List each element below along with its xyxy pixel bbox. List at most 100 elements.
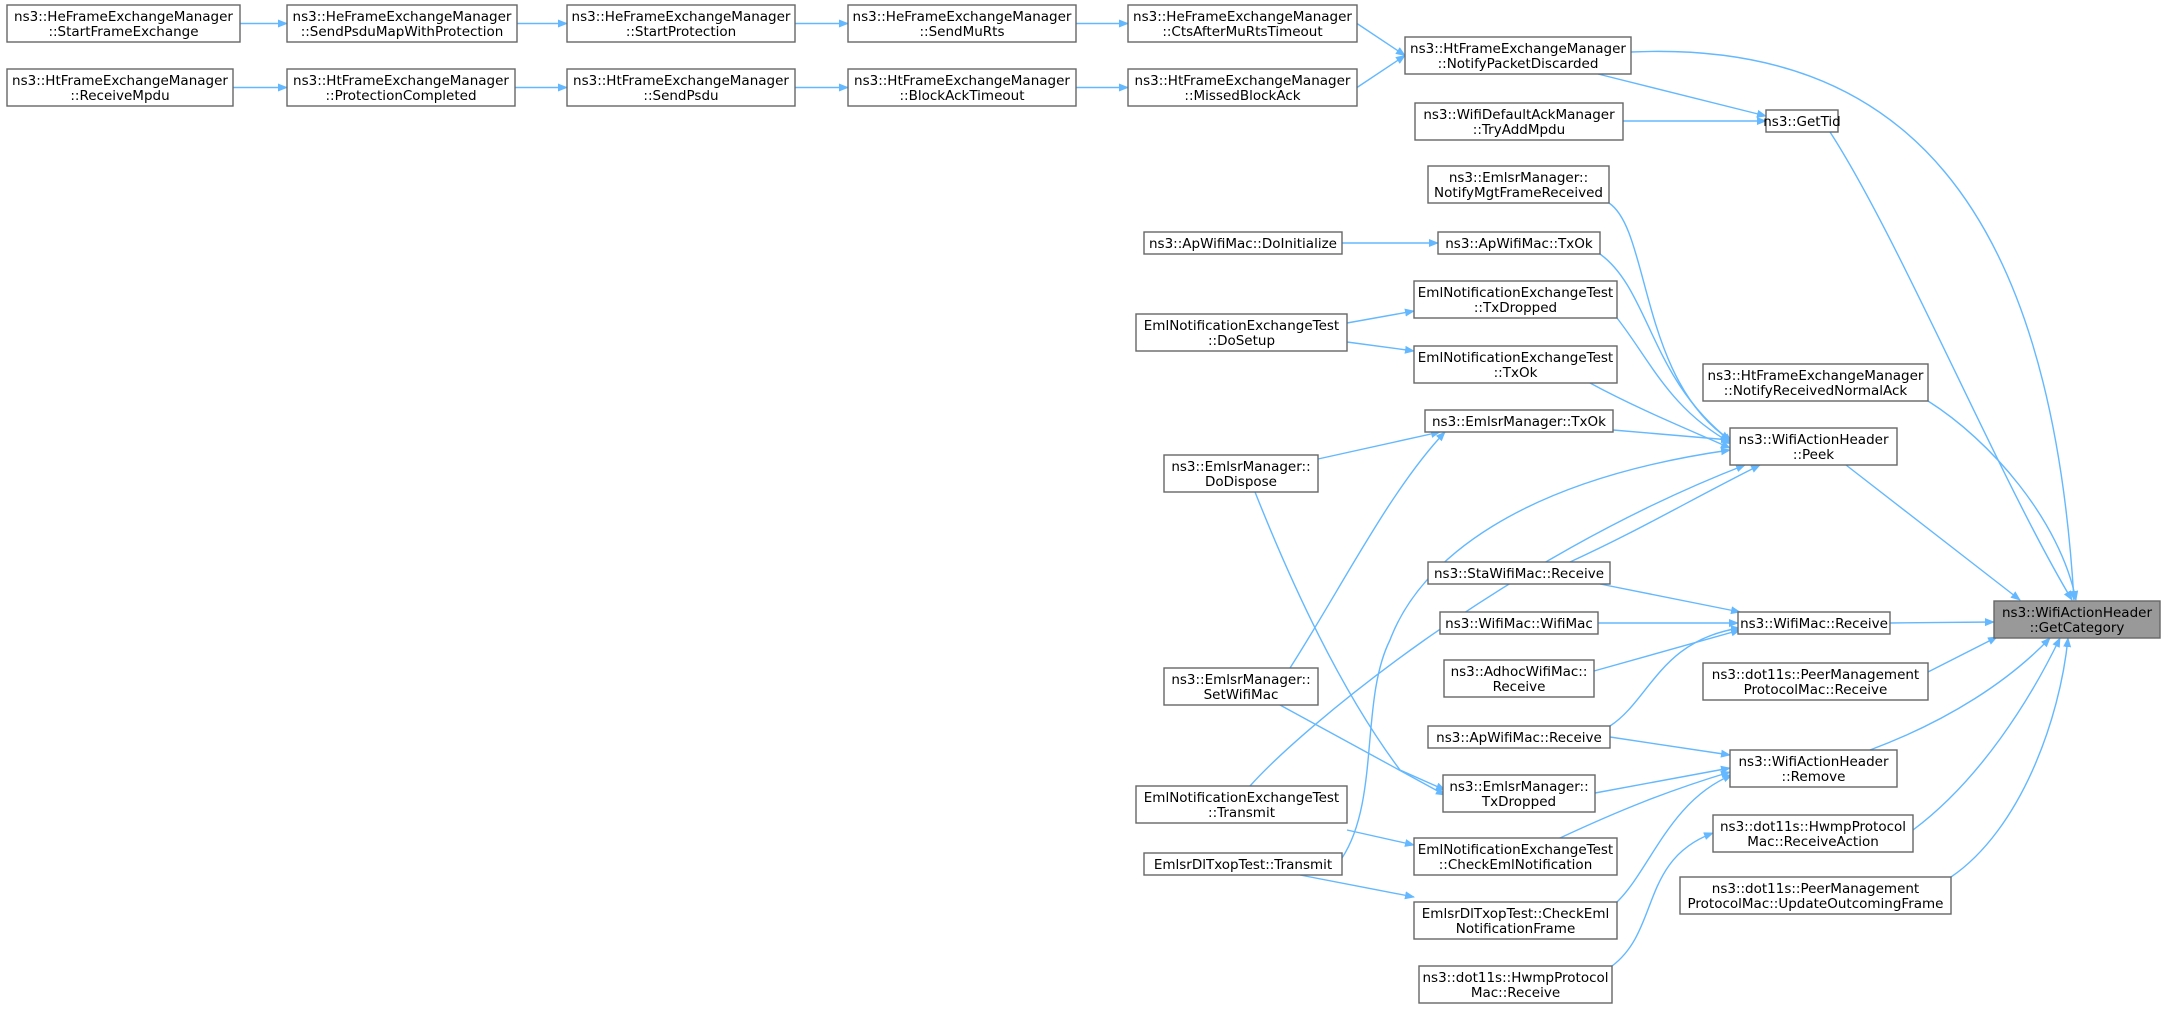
- graph-node-ap-txok[interactable]: ns3::ApWifiMac::TxOk: [1437, 231, 1601, 255]
- node-box: [1729, 749, 1898, 788]
- node-label: Mac::ReceiveAction: [1747, 834, 1879, 850]
- node-label: ::StartProtection: [626, 24, 736, 40]
- node-label: ns3::HtFrameExchangeManager: [293, 73, 509, 89]
- graph-node-ent-txok[interactable]: EmlNotificationExchangeTest::TxOk: [1413, 345, 1618, 384]
- node-label: EmlsrDlTxopTest::CheckEml: [1422, 906, 1609, 922]
- node-label: Receive: [1493, 679, 1546, 695]
- node-box: [1439, 611, 1599, 635]
- node-label: ProtocolMac::Receive: [1744, 682, 1888, 698]
- node-label: ns3::WifiActionHeader: [1738, 754, 1888, 770]
- graph-node-ht-rm[interactable]: ns3::HtFrameExchangeManager::ReceiveMpdu: [6, 68, 234, 107]
- node-label: ::NotifyReceivedNormalAck: [1724, 383, 1908, 399]
- node-label: ns3::HtFrameExchangeManager: [1410, 41, 1626, 57]
- graph-node-edt-cenf[interactable]: EmlsrDlTxopTest::CheckEmlNotificationFra…: [1413, 901, 1618, 940]
- node-box: [1143, 231, 1343, 255]
- graph-node-ent-cen[interactable]: EmlNotificationExchangeTest::CheckEmlNot…: [1413, 837, 1618, 876]
- graph-node-wm-wm[interactable]: ns3::WifiMac::WifiMac: [1439, 611, 1599, 635]
- graph-node-wah-rm[interactable]: ns3::WifiActionHeader::Remove: [1729, 749, 1898, 788]
- node-box: [1414, 102, 1624, 141]
- node-label: ::NotifyPacketDiscarded: [1438, 56, 1599, 72]
- graph-node-wm-rx[interactable]: ns3::WifiMac::Receive: [1737, 611, 1891, 635]
- edge-ht_mba-to-ht_npd: [1356, 54, 1406, 89]
- graph-node-em-swm[interactable]: ns3::EmlsrManager::SetWifiMac: [1163, 667, 1319, 706]
- node-label: ::Remove: [1782, 769, 1846, 785]
- node-label: ns3::dot11s::HwmpProtocol: [1422, 970, 1608, 986]
- node-box: [1729, 427, 1898, 466]
- node-label: ns3::HtFrameExchangeManager: [573, 73, 789, 89]
- edge-em_dd-to-em_txd: [1254, 491, 1446, 791]
- graph-node-hwmp-ra[interactable]: ns3::dot11s::HwmpProtocolMac::ReceiveAct…: [1712, 814, 1914, 853]
- graph-node-pm-uof[interactable]: ns3::dot11s::PeerManagementProtocolMac::…: [1679, 876, 1952, 915]
- graph-node-em-txok[interactable]: ns3::EmlsrManager::TxOk: [1424, 409, 1614, 433]
- node-label: ::ReceiveMpdu: [70, 88, 169, 104]
- graph-node-wah-peek[interactable]: ns3::WifiActionHeader::Peek: [1729, 427, 1898, 466]
- node-box: [1424, 409, 1614, 433]
- graph-node-edt-tr[interactable]: EmlsrDlTxopTest::Transmit: [1143, 852, 1343, 876]
- graph-node-sta-rx[interactable]: ns3::StaWifiMac::Receive: [1427, 561, 1611, 585]
- graph-node-ent-txd[interactable]: EmlNotificationExchangeTest::TxDropped: [1413, 280, 1618, 319]
- node-box: [286, 4, 518, 43]
- node-label: ns3::dot11s::PeerManagement: [1712, 667, 1919, 683]
- node-box: [1404, 36, 1632, 75]
- graph-node-dam[interactable]: ns3::WifiDefaultAckManager::TryAddMpdu: [1414, 102, 1624, 141]
- graph-node-em-nmf[interactable]: ns3::EmlsrManager::NotifyMgtFrameReceive…: [1427, 165, 1610, 204]
- graph-node-em-dd[interactable]: ns3::EmlsrManager::DoDispose: [1163, 454, 1319, 493]
- node-box: [1679, 876, 1952, 915]
- graph-node-em-txd[interactable]: ns3::EmlsrManager::TxDropped: [1442, 774, 1596, 813]
- graph-node-ent-tr[interactable]: EmlNotificationExchangeTest::Transmit: [1135, 785, 1348, 824]
- edge-hwmp_rx-to-hwmp_ra: [1611, 832, 1714, 967]
- graph-node-he-smr[interactable]: ns3::HeFrameExchangeManager::SendMuRts: [847, 4, 1077, 43]
- graph-node-he-sp[interactable]: ns3::HeFrameExchangeManager::StartProtec…: [566, 4, 796, 43]
- node-label: ns3::dot11s::HwmpProtocol: [1720, 819, 1906, 835]
- node-label: ProtocolMac::UpdateOutcomingFrame: [1688, 896, 1944, 912]
- node-label: ns3::AdhocWifiMac::: [1451, 664, 1588, 680]
- node-box: [1127, 4, 1358, 43]
- edge-ht_npd-to-gettid: [1597, 73, 1767, 118]
- node-label: ns3::dot11s::PeerManagement: [1712, 881, 1919, 897]
- node-box: [566, 4, 796, 43]
- node-label: ::SendPsduMapWithProtection: [301, 24, 504, 40]
- node-label: DoDispose: [1205, 474, 1277, 490]
- edge-ent_tr-to-ent_cen: [1346, 829, 1415, 847]
- node-label: NotificationFrame: [1456, 921, 1576, 937]
- edge-hwmp_ra-to-getcat: [1912, 637, 2061, 831]
- edge-ap_rx-to-wm_rx: [1609, 625, 1741, 727]
- node-box: [1418, 965, 1613, 1004]
- node-box: [1765, 109, 1839, 133]
- graph-node-he-spm[interactable]: ns3::HeFrameExchangeManager::SendPsduMap…: [286, 4, 518, 43]
- graph-node-ht-bat[interactable]: ns3::HtFrameExchangeManager::BlockAckTim…: [847, 68, 1077, 107]
- graph-node-getcat[interactable]: ns3::WifiActionHeader::GetCategory: [1993, 600, 2161, 639]
- node-label: ns3::EmlsrManager::TxOk: [1432, 414, 1606, 430]
- node-label: ::SendPsdu: [643, 88, 718, 104]
- node-box: [1413, 837, 1618, 876]
- edge-ent_txok-to-wah_peek: [1589, 382, 1731, 449]
- node-box: [847, 4, 1077, 43]
- node-label: EmlsrDlTxopTest::Transmit: [1154, 857, 1332, 873]
- graph-node-ent-ds[interactable]: EmlNotificationExchangeTest::DoSetup: [1135, 313, 1348, 352]
- graph-node-ht-nrna[interactable]: ns3::HtFrameExchangeManager::NotifyRecei…: [1702, 363, 1929, 402]
- graph-node-pm-rx[interactable]: ns3::dot11s::PeerManagementProtocolMac::…: [1702, 662, 1929, 701]
- graph-node-ht-sp[interactable]: ns3::HtFrameExchangeManager::SendPsdu: [566, 68, 796, 107]
- graph-node-ap-init[interactable]: ns3::ApWifiMac::DoInitialize: [1143, 231, 1343, 255]
- node-box: [1127, 68, 1358, 107]
- graph-node-ap-rx[interactable]: ns3::ApWifiMac::Receive: [1427, 725, 1611, 749]
- node-box: [1993, 600, 2161, 639]
- node-label: ::MissedBlockAck: [1184, 88, 1300, 104]
- node-label: EmlNotificationExchangeTest: [1418, 350, 1613, 366]
- node-label: NotifyMgtFrameReceived: [1434, 185, 1603, 201]
- node-label: ::ProtectionCompleted: [325, 88, 476, 104]
- node-box: [1443, 659, 1595, 698]
- graph-node-he-sfe[interactable]: ns3::HeFrameExchangeManager::StartFrameE…: [6, 4, 241, 43]
- edge-edt_tr-to-edt_cenf: [1299, 874, 1415, 900]
- graph-node-ht-mba[interactable]: ns3::HtFrameExchangeManager::MissedBlock…: [1127, 68, 1358, 107]
- graph-node-he-cts[interactable]: ns3::HeFrameExchangeManager::CtsAfterMuR…: [1127, 4, 1358, 43]
- node-label: ::Peek: [1793, 447, 1834, 463]
- node-label: ns3::GetTid: [1763, 114, 1841, 130]
- graph-node-gettid[interactable]: ns3::GetTid: [1763, 109, 1841, 133]
- node-label: ns3::HtFrameExchangeManager: [1135, 73, 1351, 89]
- graph-node-ht-pc[interactable]: ns3::HtFrameExchangeManager::ProtectionC…: [286, 68, 516, 107]
- node-box: [6, 68, 234, 107]
- graph-node-ht-npd[interactable]: ns3::HtFrameExchangeManager::NotifyPacke…: [1404, 36, 1632, 75]
- graph-node-adhoc-rx[interactable]: ns3::AdhocWifiMac::Receive: [1443, 659, 1595, 698]
